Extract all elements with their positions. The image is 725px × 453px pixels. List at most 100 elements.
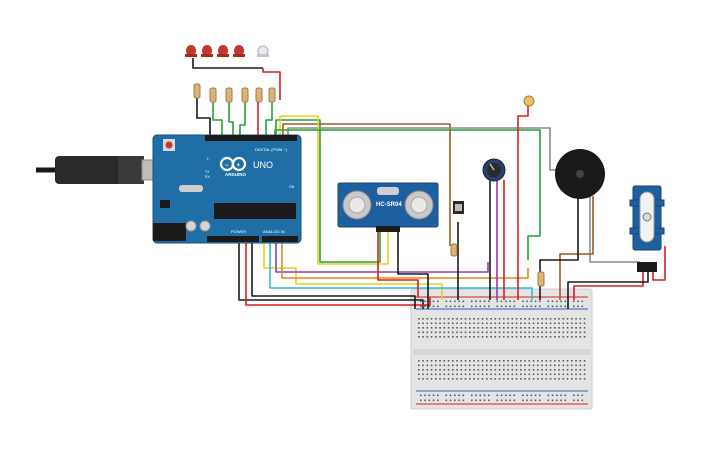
breadboard-hole <box>511 318 514 320</box>
breadboard-hole <box>583 360 586 362</box>
breadboard-hole <box>524 322 526 325</box>
breadboard-hole <box>528 373 531 376</box>
breadboard-hole <box>537 369 539 371</box>
breadboard-hole <box>460 327 463 329</box>
breadboard-hole <box>428 305 431 308</box>
breadboard-hole <box>515 322 518 325</box>
breadboard-hole <box>473 327 475 329</box>
breadboard-hole <box>494 327 497 329</box>
breadboard-hole <box>496 399 499 402</box>
breadboard-hole <box>464 373 467 376</box>
breadboard-hole <box>445 399 448 402</box>
breadboard-hole <box>503 373 505 376</box>
breadboard-hole <box>524 336 526 338</box>
breadboard-hole <box>566 322 569 325</box>
breadboard-hole <box>443 373 446 376</box>
breadboard-hole <box>456 331 458 334</box>
breadboard-hole <box>439 360 441 362</box>
breadboard-hole <box>477 322 480 325</box>
breadboard-hole <box>464 322 467 325</box>
ultrasonic-transmitter-mesh <box>348 196 366 214</box>
breadboard-hole <box>554 331 556 334</box>
breadboard-hole <box>541 373 543 376</box>
breadboard-hole <box>498 322 501 325</box>
breadboard-hole <box>515 360 518 362</box>
breadboard-hole <box>507 331 509 334</box>
breadboard-hole <box>549 378 552 380</box>
wire-5v <box>245 240 431 306</box>
breadboard-hole <box>573 399 575 402</box>
wire-led1-gnd <box>196 93 211 137</box>
breadboard-hole <box>562 327 565 329</box>
breadboard-hole <box>479 394 482 397</box>
breadboard-hole <box>437 300 439 303</box>
breadboard-hole <box>483 394 486 397</box>
breadboard-hole <box>473 378 475 380</box>
breadboard-hole <box>447 369 450 371</box>
breadboard-hole <box>422 378 424 380</box>
breadboard-hole <box>541 331 543 334</box>
breadboard-hole <box>577 305 579 308</box>
breadboard-hole <box>430 378 433 380</box>
pushbutton-cap <box>455 204 462 211</box>
breadboard-hole <box>577 399 579 402</box>
breadboard-hole <box>566 331 569 334</box>
breadboard-hole <box>549 322 552 325</box>
breadboard-hole <box>496 305 499 308</box>
breadboard-hole <box>477 336 480 338</box>
breadboard-hole <box>473 369 475 371</box>
wire-a1-cyan <box>269 240 533 300</box>
breadboard-hole <box>452 373 454 376</box>
breadboard-hole <box>469 364 471 367</box>
breadboard-hole <box>560 394 562 397</box>
breadboard-hole <box>524 360 526 362</box>
breadboard-hole <box>460 360 463 362</box>
breadboard-hole <box>464 331 467 334</box>
breadboard-hole <box>460 336 463 338</box>
breadboard-hole <box>481 360 484 362</box>
breadboard-hole <box>528 360 531 362</box>
breadboard-hole <box>426 336 429 338</box>
breadboard-hole <box>541 336 543 338</box>
wire-gnd-1 <box>238 240 424 309</box>
breadboard-hole <box>539 305 541 308</box>
breadboard-hole <box>462 399 465 402</box>
breadboard-hole <box>562 322 565 325</box>
breadboard-hole <box>418 360 420 362</box>
breadboard-hole <box>530 305 533 308</box>
breadboard-hole <box>430 336 433 338</box>
breadboard-hole <box>445 305 448 308</box>
breadboard-hole <box>562 364 565 367</box>
breadboard-hole <box>579 378 582 380</box>
breadboard-hole <box>571 327 573 329</box>
breadboard-hole <box>558 322 560 325</box>
breadboard-hole <box>449 305 452 308</box>
breadboard-hole <box>509 300 511 303</box>
wire-piezo-brown <box>559 196 594 300</box>
breadboard-hole <box>420 300 422 303</box>
resistor-5 <box>255 87 263 103</box>
breadboard-hole <box>452 378 454 380</box>
breadboard-hole <box>454 300 456 303</box>
breadboard-hole <box>488 305 490 308</box>
breadboard-hole <box>532 373 535 376</box>
breadboard-hole <box>473 336 475 338</box>
breadboard-hole <box>564 394 567 397</box>
breadboard-hole <box>509 305 511 308</box>
breadboard <box>410 288 593 410</box>
breadboard-hole <box>515 327 518 329</box>
breadboard-hole <box>464 327 467 329</box>
breadboard-hole <box>498 331 501 334</box>
breadboard-hole <box>452 336 454 338</box>
breadboard-hole <box>456 360 458 362</box>
breadboard-hole <box>511 360 514 362</box>
breadboard-hole <box>498 327 501 329</box>
resistor-4 <box>241 87 249 103</box>
breadboard-hole <box>520 322 522 325</box>
breadboard-hole <box>454 399 456 402</box>
breadboard-hole <box>583 322 586 325</box>
breadboard-hole <box>532 360 535 362</box>
breadboard-hole <box>513 300 516 303</box>
led-clear <box>257 45 269 57</box>
wire-us-vcc <box>377 232 419 297</box>
